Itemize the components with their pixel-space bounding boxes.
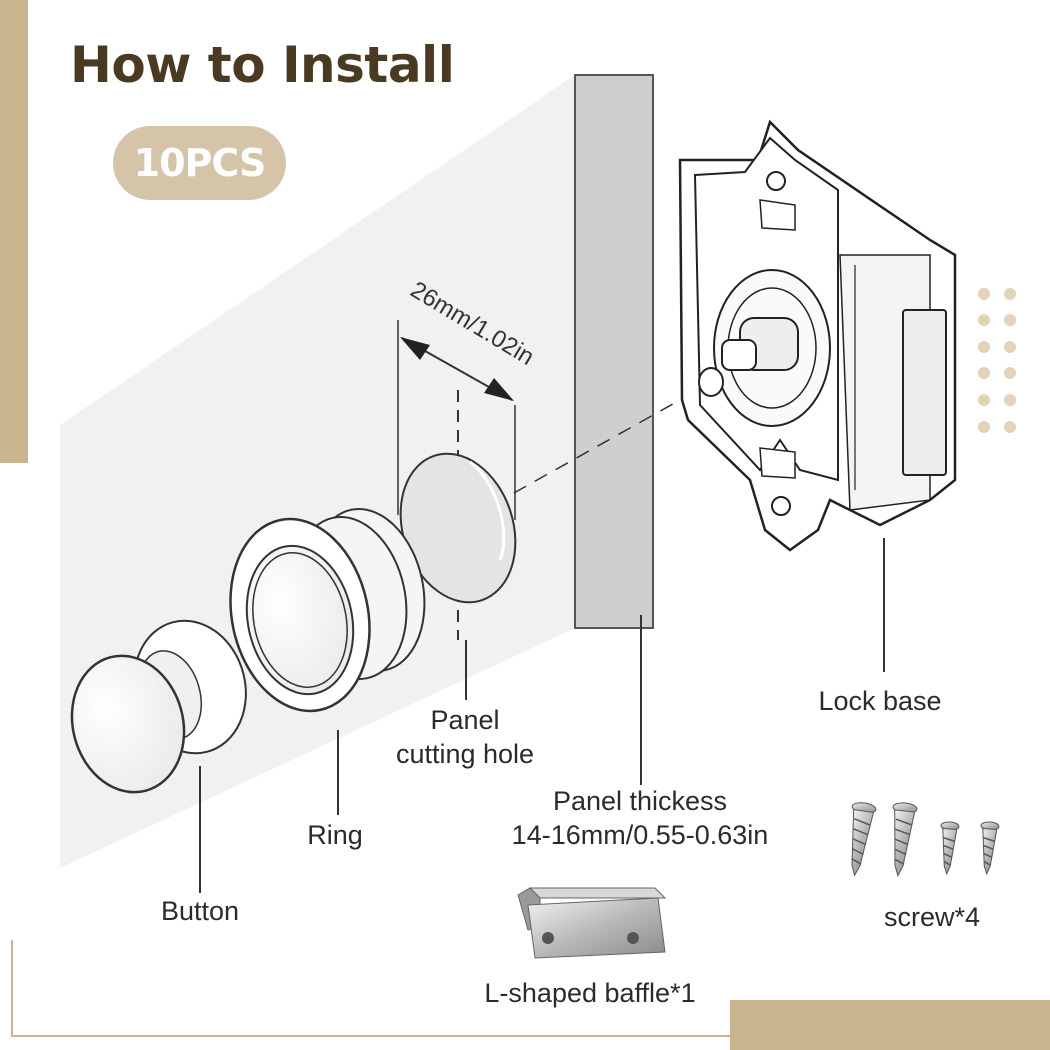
label-l-shaped-baffle: L-shaped baffle*1 — [484, 978, 696, 1008]
l-shaped-baffle-icon — [517, 887, 667, 959]
left-accent-bar — [0, 0, 28, 463]
label-lock-base: Lock base — [818, 686, 942, 716]
label-panel-cutting-hole-line2: cutting hole — [395, 739, 535, 769]
panel-edge — [574, 74, 654, 629]
lock-base-icon — [678, 119, 957, 552]
label-button: Button — [160, 896, 240, 926]
decorative-dot-grid — [978, 288, 1016, 433]
screw-icon — [851, 802, 1000, 877]
label-ring: Ring — [307, 820, 363, 850]
label-panel-cutting-hole-line1: Panel — [430, 705, 500, 735]
page-title: How to Install — [70, 36, 455, 94]
button-knob-icon — [70, 619, 247, 794]
label-panel-thickness: Panel thickess 14-16mm/0.55-0.63in — [470, 784, 810, 852]
label-panel-thickness-line1: Panel thickess — [552, 786, 728, 816]
quantity-badge: 10PCS — [113, 126, 286, 200]
label-panel-cutting-hole: Panel cutting hole — [360, 703, 570, 771]
label-panel-thickness-line2: 14-16mm/0.55-0.63in — [511, 820, 769, 850]
label-screws: screw*4 — [883, 902, 981, 932]
bottom-frame-line — [11, 940, 730, 1037]
bottom-accent-bar — [730, 1000, 1050, 1050]
ring-icon — [229, 507, 426, 713]
